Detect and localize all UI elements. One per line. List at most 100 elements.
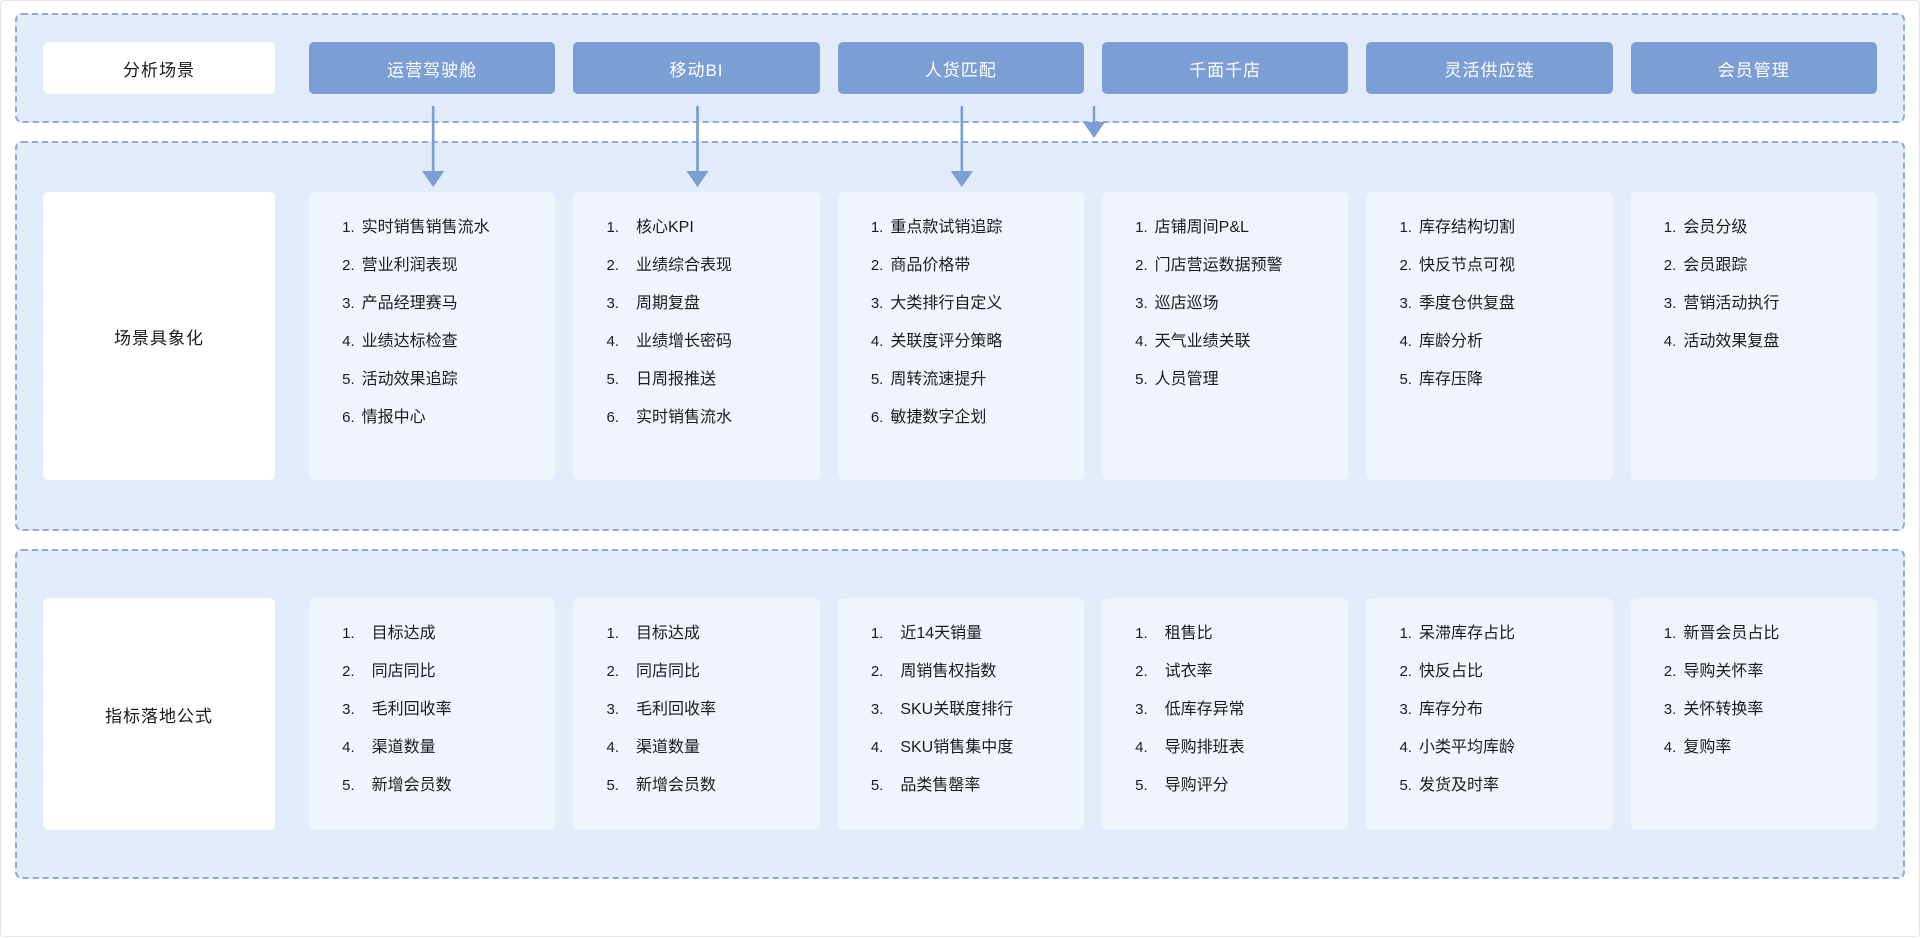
list-item: 1.店铺周间P&L	[1135, 218, 1315, 238]
list-item-label: 复购率	[1683, 739, 1732, 756]
scenario-chip-0[interactable]: 运营驾驶舱	[309, 42, 556, 94]
row-label-concrete: 场景具象化	[43, 192, 275, 480]
list-item-label: 目标达成	[636, 625, 701, 642]
list-item: 4.渠道数量	[342, 738, 522, 758]
list-item-label: 日周报推送	[636, 371, 717, 388]
list-item: 5.人员管理	[1135, 370, 1315, 390]
scenario-chip-5[interactable]: 会员管理	[1630, 42, 1877, 94]
list-item-number: 5.	[606, 777, 619, 794]
list-item-label: 毛利回收率	[636, 701, 717, 718]
list-item-label: 渠道数量	[636, 739, 701, 756]
list-item-label: SKU关联度排行	[900, 701, 1014, 718]
list-item-label: 租售比	[1164, 625, 1213, 642]
list-item-label: 新晋会员占比	[1683, 625, 1780, 642]
list-item: 1.目标达成	[606, 624, 786, 644]
list-item-number: 2.	[606, 663, 619, 680]
list-item: 2. 周销售权指数	[871, 662, 1051, 682]
list-item-number: 4.	[1663, 739, 1677, 756]
list-item: 4.导购排班表	[1135, 738, 1315, 758]
list-item-label: 目标达成	[371, 625, 436, 642]
list-item-number: 5.	[870, 777, 884, 794]
scenario-chip-4[interactable]: 灵活供应链	[1366, 42, 1613, 94]
list-item: 5.新增会员数	[342, 776, 522, 796]
list-item-number: 6.	[870, 409, 884, 426]
list-item-label: 业绩达标检查	[361, 333, 458, 350]
list-item-label: 业绩综合表现	[636, 257, 733, 274]
list-item: 5.库存压降	[1399, 370, 1579, 390]
list-item-number: 2.	[1135, 257, 1148, 274]
list-item-label: 快反节点可视	[1418, 257, 1515, 274]
list-item-label: 实时销售流水	[636, 409, 733, 426]
list-item: 1.近14天销量	[871, 624, 1051, 644]
list-item-label: 业绩增长密码	[636, 333, 733, 350]
list-item-label: 发货及时率	[1418, 777, 1499, 794]
list-item-number: 6.	[342, 409, 355, 426]
scenario-chip-1[interactable]: 移动BI	[573, 42, 820, 94]
list-item-number: 1.	[606, 219, 619, 236]
list-item-number: 3.	[606, 701, 619, 718]
list-item-label: 试衣率	[1164, 663, 1213, 680]
list-item-number: 1.	[1399, 219, 1412, 236]
list-item-number: 3.	[342, 701, 355, 718]
list-item-number: 4.	[1663, 333, 1677, 350]
list-item: 2.试衣率	[1135, 662, 1315, 682]
list-item: 2.商品价格带	[871, 256, 1051, 276]
list-item: 1.新晋会员占比	[1664, 624, 1844, 644]
row-label-metric-text: 指标落地公式	[105, 706, 213, 726]
list-item-number: 1.	[870, 219, 884, 236]
list-item-number: 3.	[1135, 701, 1148, 718]
list-item: 3.产品经理赛马	[342, 294, 522, 314]
scenario-chip-label: 人货匹配	[924, 60, 997, 80]
list-item-label: 核心KPI	[636, 219, 694, 236]
list-item-label: 周转流速提升	[890, 371, 987, 388]
list-item-label: 快反占比	[1418, 663, 1483, 680]
list-item-label: 营业利润表现	[361, 257, 458, 274]
list-item-label: 会员跟踪	[1683, 257, 1748, 274]
list-item: 5.日周报推送	[606, 370, 786, 390]
list-item-number: 4.	[606, 739, 619, 756]
list-item-label: 实时销售销售流水	[361, 219, 490, 236]
scenario-chip-label: 千面千店	[1189, 60, 1262, 80]
list-item: 3.低库存异常	[1135, 700, 1315, 720]
list-item-label: 库存结构切割	[1418, 219, 1515, 236]
list-item-number: 2.	[1663, 257, 1677, 274]
list-item-number: 3.	[606, 295, 619, 312]
list-item-number: 2.	[870, 663, 884, 680]
scenario-chip-3[interactable]: 千面千店	[1101, 42, 1349, 94]
list-item: 5.周转流速提升	[871, 370, 1051, 390]
list-item-number: 4.	[1399, 739, 1412, 756]
scenario-chip-2[interactable]: 人货匹配	[837, 42, 1084, 94]
list-item-label: 导购关怀率	[1683, 663, 1764, 680]
list-item-number: 1.	[1135, 625, 1148, 642]
list-item-label: 渠道数量	[371, 739, 436, 756]
row-label-metric: 指标落地公式	[43, 598, 275, 830]
list-item-number: 3.	[1399, 701, 1412, 718]
list-item-number: 5.	[1135, 777, 1148, 794]
list-item-number: 6.	[606, 409, 619, 426]
row-label-scenario-text: 分析场景	[123, 60, 195, 80]
list-item-number: 1.	[1399, 625, 1412, 642]
list-item-label: 库存压降	[1418, 371, 1483, 388]
list-item-number: 2.	[1399, 257, 1412, 274]
list-item-number: 1.	[342, 625, 355, 642]
list-item-label: 导购排班表	[1164, 739, 1245, 756]
list-item-label: 敏捷数字企划	[890, 409, 987, 426]
list-item-label: 周销售权指数	[900, 663, 997, 680]
list-item-label: 关怀转换率	[1683, 701, 1764, 718]
list-item-label: 周期复盘	[636, 295, 701, 312]
list-item: 1.实时销售销售流水	[342, 218, 522, 238]
list-item-number: 2.	[606, 257, 619, 274]
